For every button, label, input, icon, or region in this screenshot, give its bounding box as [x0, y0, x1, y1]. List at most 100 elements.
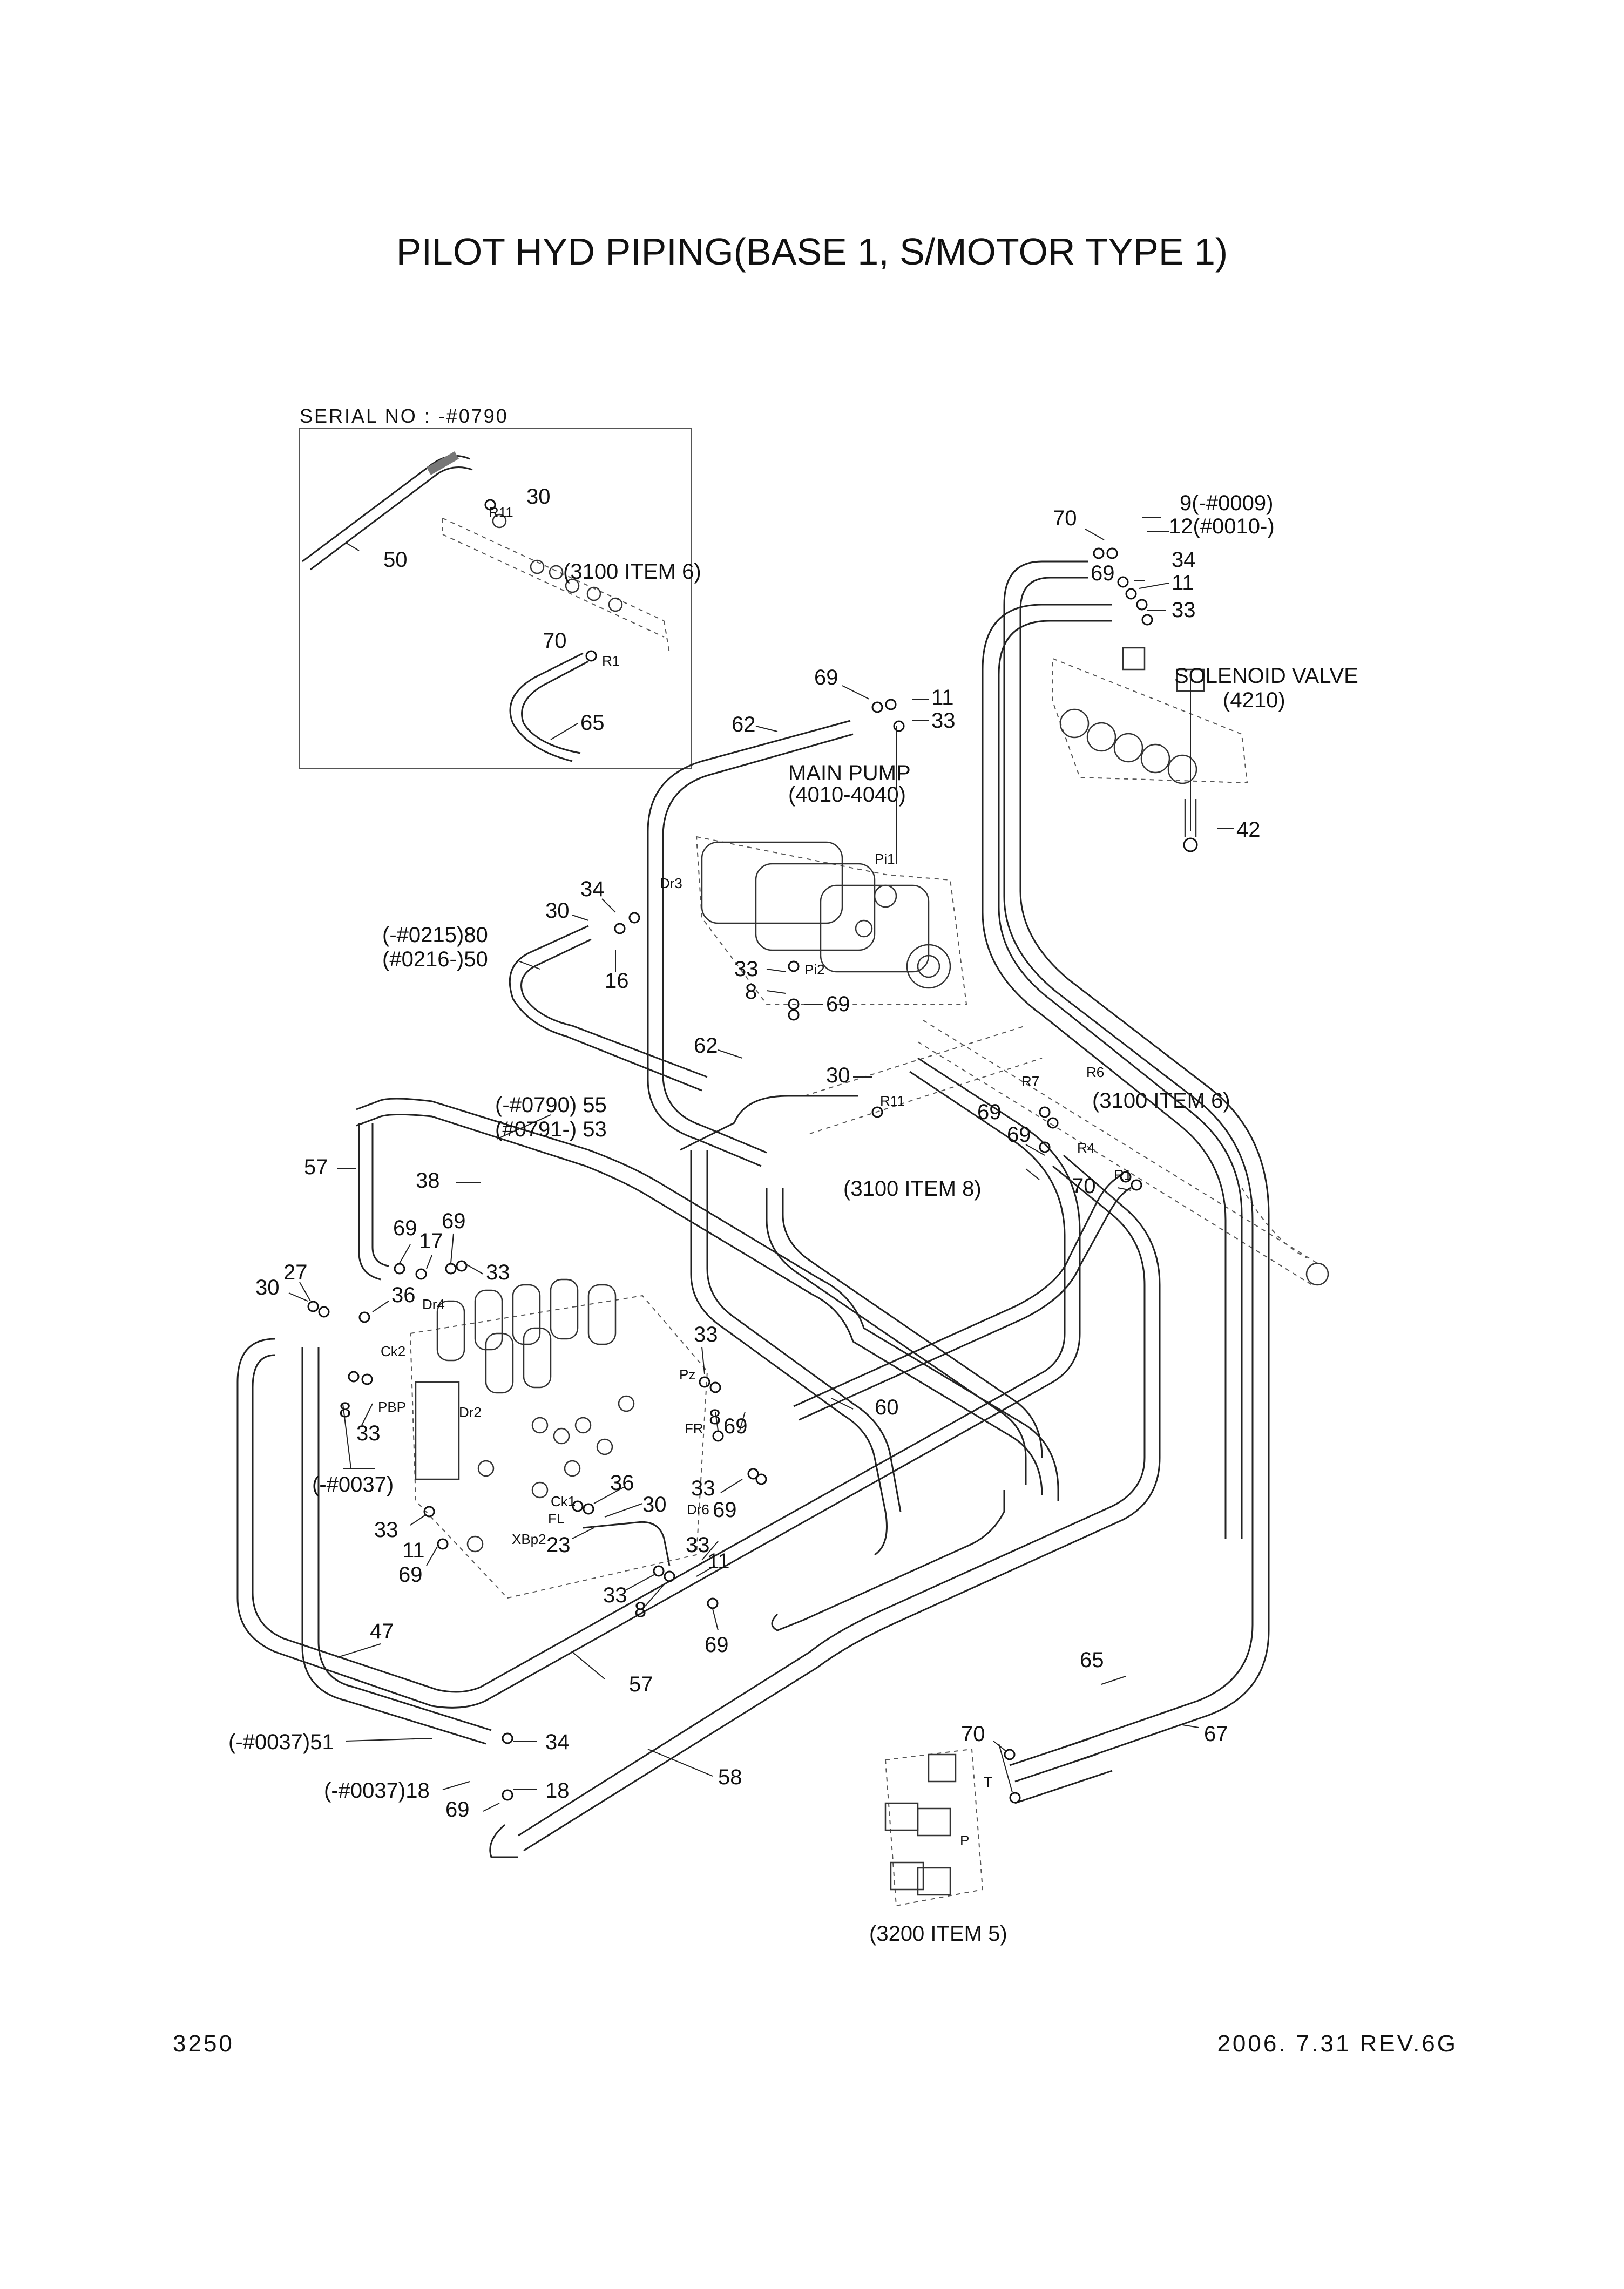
inset-callout-65: 65: [580, 711, 605, 735]
inset-valve-fittings: [492, 513, 623, 612]
hose-65-lower: [1009, 1737, 1091, 1766]
solenoid-ref: (4210): [1223, 688, 1285, 712]
callout-50: (#0216-)50: [382, 947, 488, 971]
port-r6: R6: [1086, 1064, 1104, 1080]
callout-27: 27: [283, 1261, 308, 1284]
port-dr3: Dr3: [660, 875, 682, 891]
callout-8: 8: [634, 1598, 646, 1622]
hose-60: [793, 1173, 1124, 1407]
callout-38: 38: [416, 1169, 440, 1193]
port-ck2: Ck2: [381, 1343, 405, 1359]
callout-80: (-#0215)80: [382, 923, 488, 947]
callout-33: 33: [694, 1323, 718, 1346]
callout-33: 33: [356, 1421, 381, 1445]
hose-80-50: [509, 925, 702, 1092]
port-r1: R1: [1114, 1167, 1132, 1183]
callout-69: 69: [826, 992, 850, 1016]
callout-34: 34: [1172, 548, 1196, 572]
callout-69: 69: [445, 1798, 470, 1821]
callout-57: 57: [629, 1672, 653, 1696]
ref-3100-item6: (3100 ITEM 6): [1092, 1089, 1230, 1113]
hose-51: [301, 1347, 486, 1745]
inset-valve-block: [442, 518, 670, 654]
page-number: 3250: [173, 2030, 234, 2057]
callout-34: 34: [580, 877, 605, 901]
solenoid-valve: SOLENOID VALVE (4210): [1052, 647, 1358, 852]
callout-11: 11: [1172, 571, 1194, 595]
callout-69: 69: [442, 1209, 466, 1233]
main-pump-label: MAIN PUMP: [788, 761, 911, 785]
callout-33: 33: [1172, 598, 1196, 622]
port-p: P: [960, 1832, 969, 1848]
inset-frame: [299, 428, 692, 769]
port-r7: R7: [1021, 1073, 1039, 1089]
callout-30: 30: [826, 1064, 850, 1087]
callout-69: 69: [977, 1100, 1002, 1124]
solenoid-label: SOLENOID VALVE: [1174, 664, 1358, 688]
inset-hose-65: [509, 652, 584, 762]
callout-18: (-#0037)18: [324, 1779, 430, 1803]
callout-23: 23: [546, 1533, 571, 1557]
port-pi1: Pi1: [875, 851, 895, 867]
callout-8: 8: [339, 1398, 351, 1422]
callout-34: 34: [545, 1730, 570, 1754]
inset-port-r11: R11: [489, 504, 513, 520]
callout-17: 17: [419, 1229, 443, 1253]
callout-70: 70: [1072, 1174, 1096, 1198]
callout-36: 36: [391, 1283, 416, 1307]
hose-55-53: [356, 1098, 1059, 1501]
hose-67: [1003, 560, 1254, 1750]
callout-62: 62: [694, 1034, 718, 1058]
callout-36: 36: [610, 1471, 634, 1495]
inset-callout-50: 50: [383, 548, 408, 572]
ref-3100-item8: (3100 ITEM 8): [843, 1177, 982, 1201]
callout-69: 69: [1007, 1123, 1031, 1147]
inset-ref-3100: (3100 ITEM 6): [563, 560, 701, 584]
callout-58: 58: [718, 1765, 742, 1789]
callout-69: 69: [723, 1414, 748, 1438]
callout-53: (#0791-) 53: [495, 1118, 607, 1141]
inset-hose-50-fitting: [427, 451, 459, 475]
ref-3200-item5: (3200 ITEM 5): [869, 1922, 1007, 1946]
callout-30: 30: [642, 1493, 667, 1516]
callout-18: 18: [545, 1779, 570, 1803]
fittings: [307, 547, 1153, 1804]
port-dr4: Dr4: [422, 1296, 445, 1312]
callout-65: 65: [1080, 1648, 1104, 1672]
port-fl: FL: [548, 1511, 564, 1527]
hose-58: [518, 1165, 1146, 1837]
port-dr6: Dr6: [687, 1501, 709, 1518]
callout-57: 57: [304, 1155, 328, 1179]
inset-serial: SERIAL NO : -#0790: [300, 405, 509, 427]
callout-51: (-#0037)51: [228, 1730, 334, 1754]
callout-42: 42: [1236, 818, 1261, 842]
hose-47: [236, 1057, 1081, 1709]
solenoid-fitting-42: [1184, 799, 1197, 837]
callout-labels: 70 9(-#0009) 12(#0010-) 34 69 11 33 69 1…: [228, 491, 1275, 1821]
callout-69: 69: [393, 1216, 417, 1240]
callout-69: 69: [814, 666, 838, 689]
callout-33: 33: [691, 1477, 715, 1500]
hose-solenoid-lower: [982, 604, 1227, 1539]
port-ck1: Ck1: [551, 1493, 576, 1509]
port-r11: R11: [880, 1093, 905, 1109]
port-t: T: [984, 1774, 992, 1790]
port-labels: Dr3 Pi1 Pi2 R7 R6 R11 R4 R1 Dr4 Ck2 PBP …: [378, 851, 1132, 1848]
port-pbp: PBP: [378, 1399, 406, 1415]
inset-hose-50: [302, 455, 470, 563]
callout-69: 69: [1091, 561, 1115, 585]
callout-69: 69: [705, 1633, 729, 1657]
port-dr2: Dr2: [459, 1404, 482, 1420]
callout-62: 62: [732, 713, 756, 736]
callout-11: 11: [402, 1539, 425, 1562]
callout-60: 60: [875, 1396, 899, 1419]
callout-30: 30: [255, 1276, 280, 1299]
main-control-valve: [409, 1278, 708, 1599]
hose-62-lower: [680, 1095, 858, 1151]
callout-8: 8: [709, 1405, 721, 1429]
callout-55: (-#0790) 55: [495, 1093, 607, 1117]
callout-9: 9(-#0009): [1180, 491, 1273, 515]
port-xbp2: XBp2: [512, 1531, 546, 1547]
hose-network: [236, 560, 1270, 1858]
